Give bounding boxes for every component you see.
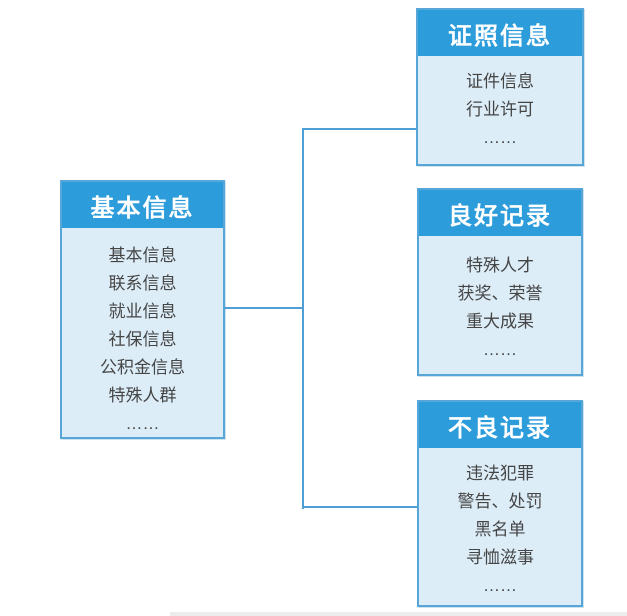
- node-license-info-items: 证件信息行业许可 ……: [418, 56, 582, 152]
- node-item: 公积金信息: [100, 358, 185, 377]
- node-bad-records: 不良记录 违法犯罪警告、处罚黑名单寻恤滋事 ……: [417, 400, 583, 607]
- node-license-info-title: 证照信息: [418, 10, 582, 56]
- node-license-info: 证照信息 证件信息行业许可 ……: [416, 8, 584, 166]
- node-item: 特殊人才: [466, 256, 534, 275]
- connector-root-to-trunk: [225, 307, 304, 309]
- node-item: 就业信息: [108, 302, 177, 321]
- node-item: ……: [483, 340, 517, 359]
- connector-to-bad-node: [304, 506, 417, 508]
- node-good-records-title: 良好记录: [419, 190, 581, 236]
- node-item: 违法犯罪: [466, 464, 534, 483]
- node-item: ……: [483, 128, 517, 147]
- node-item: 黑名单: [474, 520, 526, 539]
- node-item: ……: [125, 414, 160, 433]
- node-basic-info: 基本信息 基本信息联系信息就业信息社保信息公积金信息特殊人群 ……: [60, 180, 225, 439]
- node-good-records-items: 特殊人才获奖、荣誉重大成果 ……: [419, 236, 581, 364]
- node-item: 社保信息: [108, 330, 177, 349]
- node-item: 联系信息: [108, 274, 177, 293]
- node-good-records: 良好记录 特殊人才获奖、荣誉重大成果 ……: [417, 188, 583, 376]
- node-item: 行业许可: [466, 100, 534, 119]
- node-bad-records-title: 不良记录: [419, 402, 581, 448]
- node-item: 寻恤滋事: [466, 548, 534, 567]
- node-item: 基本信息: [108, 246, 177, 265]
- node-bad-records-items: 违法犯罪警告、处罚黑名单寻恤滋事 ……: [419, 448, 581, 600]
- node-item: 警告、处罚: [457, 492, 543, 511]
- node-item: ……: [483, 576, 517, 595]
- node-item: 特殊人群: [108, 386, 177, 405]
- node-item: 证件信息: [466, 72, 534, 91]
- node-item: 重大成果: [466, 312, 534, 331]
- node-item: 获奖、荣誉: [457, 284, 543, 303]
- bottom-divider: [170, 612, 627, 616]
- connector-trunk-vertical: [302, 128, 304, 509]
- connector-to-license-node: [304, 128, 416, 130]
- node-basic-info-items: 基本信息联系信息就业信息社保信息公积金信息特殊人群 ……: [62, 228, 223, 438]
- node-basic-info-title: 基本信息: [62, 182, 223, 228]
